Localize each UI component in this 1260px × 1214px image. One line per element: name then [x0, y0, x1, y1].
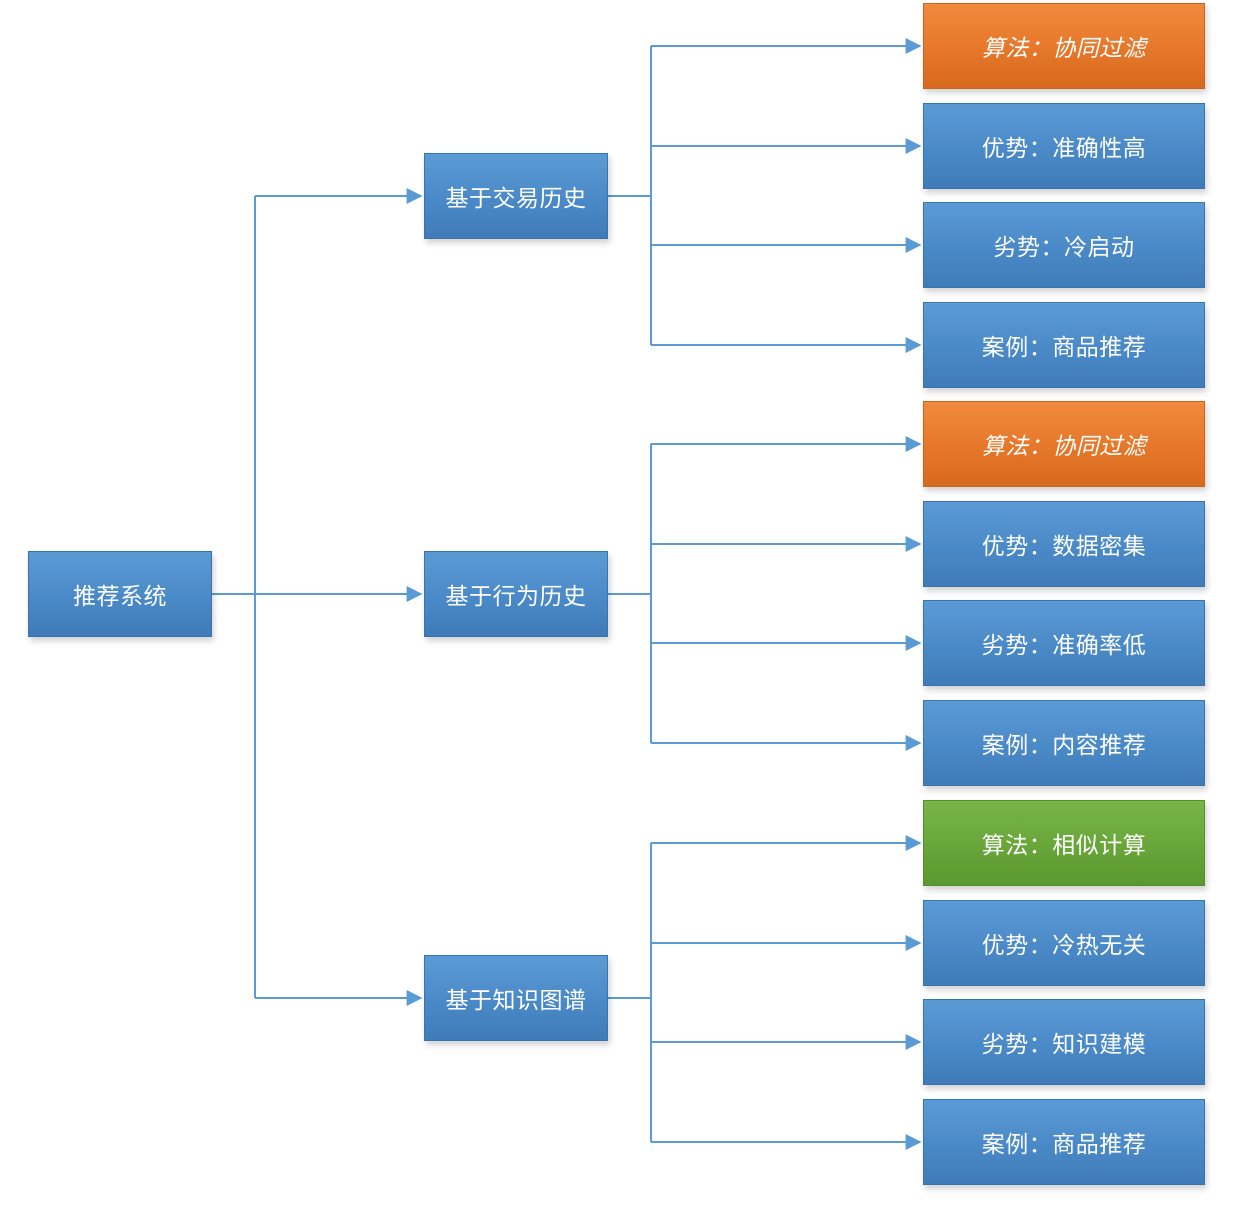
leaf-case-node: 案例：内容推荐 [923, 700, 1205, 786]
leaf-label: 劣势：冷启动 [993, 235, 1135, 261]
leaf-algorithm-node: 算法：协同过滤 [923, 401, 1205, 487]
leaf-label: 优势：数据密集 [981, 534, 1147, 560]
leaf-label: 案例：商品推荐 [981, 1132, 1147, 1158]
leaf-case-node: 案例：商品推荐 [923, 1099, 1205, 1185]
leaf-algorithm-node: 算法：协同过滤 [923, 3, 1205, 89]
leaf-advantage-node: 优势：冷热无关 [923, 900, 1205, 986]
leaf-label: 劣势：知识建模 [981, 1032, 1147, 1058]
category-node-behavior-history: 基于行为历史 [424, 551, 608, 637]
leaf-label: 劣势：准确率低 [981, 633, 1147, 659]
root-node: 推荐系统 [28, 551, 212, 637]
leaf-algorithm-node: 算法：相似计算 [923, 800, 1205, 886]
leaf-label: 算法：相似计算 [981, 833, 1147, 859]
leaf-label: 算法：协同过滤 [981, 434, 1147, 460]
category-node-transaction-history: 基于交易历史 [424, 153, 608, 239]
leaf-disadvantage-node: 劣势：冷启动 [923, 202, 1205, 288]
leaf-label: 算法：协同过滤 [981, 36, 1147, 62]
category-node-label: 基于行为历史 [445, 584, 587, 610]
leaf-disadvantage-node: 劣势：知识建模 [923, 999, 1205, 1085]
leaf-disadvantage-node: 劣势：准确率低 [923, 600, 1205, 686]
category-node-label: 基于知识图谱 [445, 988, 587, 1014]
category-node-label: 基于交易历史 [445, 186, 587, 212]
category-node-knowledge-graph: 基于知识图谱 [424, 955, 608, 1041]
root-node-label: 推荐系统 [73, 584, 167, 610]
leaf-case-node: 案例：商品推荐 [923, 302, 1205, 388]
leaf-label: 案例：内容推荐 [981, 733, 1147, 759]
leaf-advantage-node: 优势：数据密集 [923, 501, 1205, 587]
leaf-advantage-node: 优势：准确性高 [923, 103, 1205, 189]
leaf-label: 优势：冷热无关 [981, 933, 1147, 959]
leaf-label: 优势：准确性高 [981, 136, 1147, 162]
leaf-label: 案例：商品推荐 [981, 335, 1147, 361]
